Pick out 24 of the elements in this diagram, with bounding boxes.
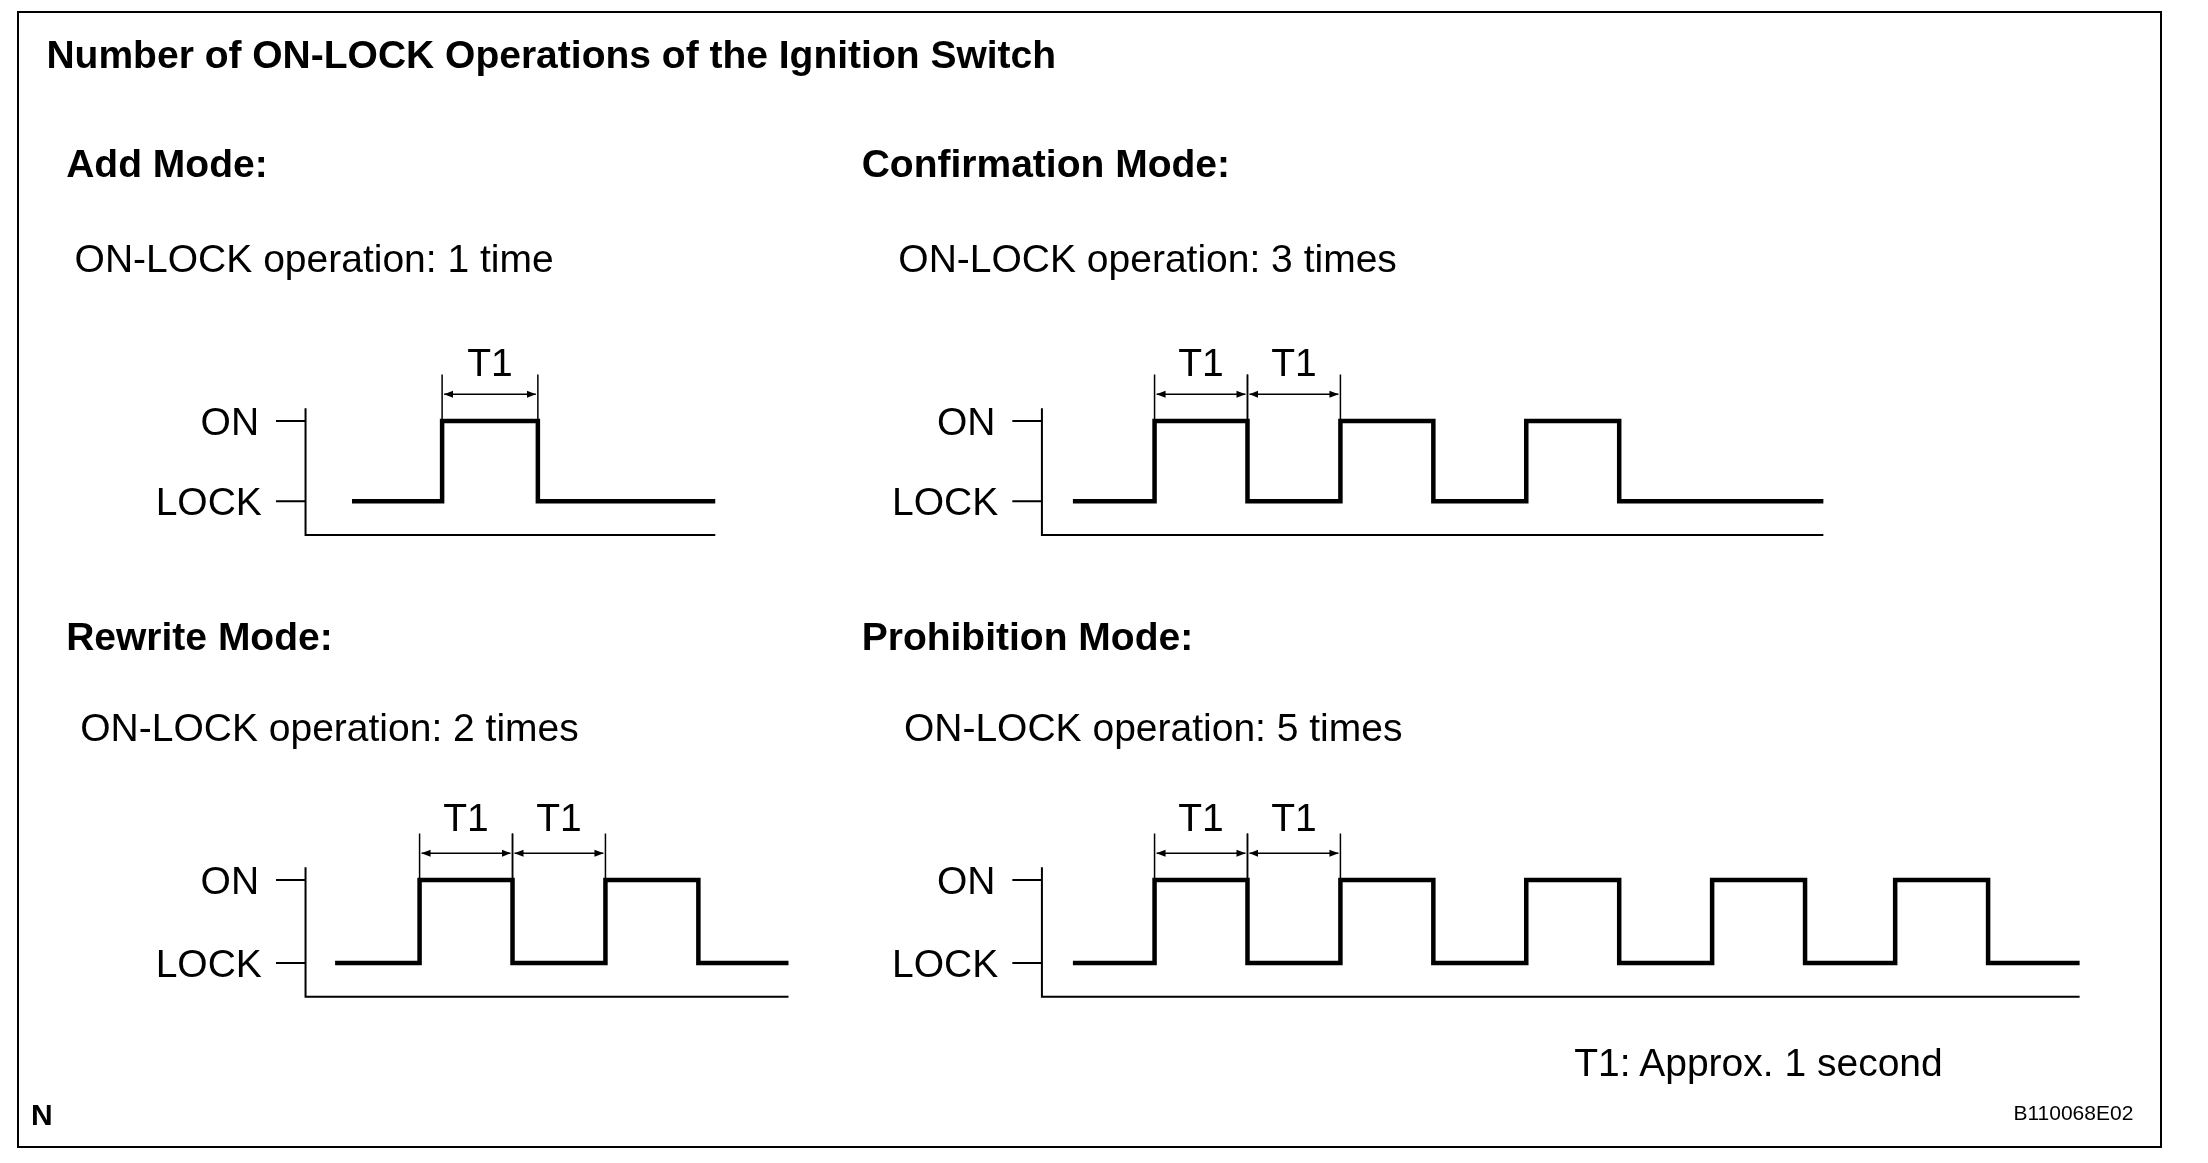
orientation-mark: N bbox=[30, 1100, 53, 1131]
mode-heading: Confirmation Mode: bbox=[861, 143, 1230, 183]
interval-label: T1 bbox=[1178, 797, 1224, 837]
interval-label: T1 bbox=[1178, 342, 1224, 382]
signal-level-label: LOCK bbox=[155, 943, 262, 983]
signal-level-label: LOCK bbox=[155, 481, 262, 521]
signal-level-label: ON bbox=[200, 860, 260, 900]
footnote: T1: Approx. 1 second bbox=[1574, 1042, 1943, 1082]
operation-count-text: ON-LOCK operation: 1 time bbox=[74, 238, 554, 278]
interval-label: T1 bbox=[1271, 342, 1317, 382]
mode-heading: Add Mode: bbox=[66, 143, 268, 183]
operation-count-text: ON-LOCK operation: 3 times bbox=[898, 238, 1397, 278]
signal-level-label: ON bbox=[936, 860, 996, 900]
signal-level-label: ON bbox=[200, 401, 260, 441]
figure-code: B110068E02 bbox=[2013, 1101, 2134, 1123]
mode-heading: Prohibition Mode: bbox=[861, 616, 1194, 656]
interval-label: T1 bbox=[443, 797, 489, 837]
signal-level-label: ON bbox=[936, 401, 996, 441]
signal-level-label: LOCK bbox=[892, 943, 999, 983]
interval-label: T1 bbox=[467, 342, 513, 382]
interval-label: T1 bbox=[536, 797, 582, 837]
mode-heading: Rewrite Mode: bbox=[66, 616, 333, 656]
signal-level-label: LOCK bbox=[892, 481, 999, 521]
interval-label: T1 bbox=[1271, 797, 1317, 837]
